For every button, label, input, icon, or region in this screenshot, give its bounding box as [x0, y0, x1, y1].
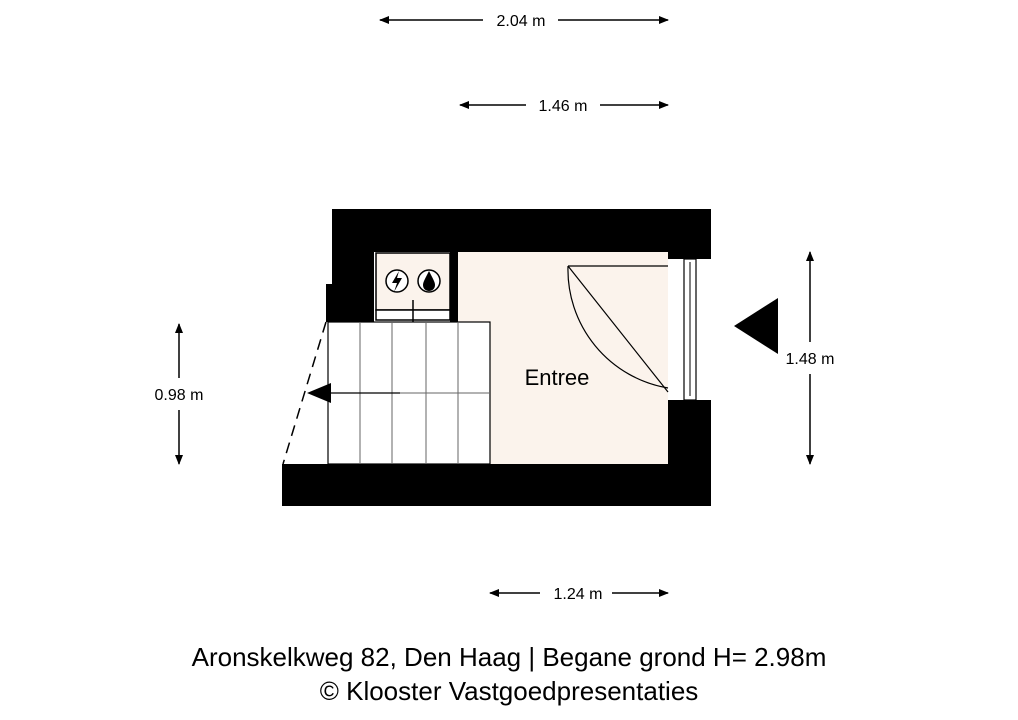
entry-arrow-icon: [734, 298, 778, 354]
walls: [282, 209, 711, 506]
dim-right-height: 1.48 m: [786, 351, 835, 368]
caption-address: Aronskelkweg 82, Den Haag | Begane grond…: [191, 642, 827, 672]
dim-left-height: 0.98 m: [155, 387, 204, 404]
entrance-floor: [458, 252, 668, 466]
dim-top-width: 2.04 m: [497, 13, 546, 30]
stairs-hidden-edge: [282, 321, 327, 465]
wall-top: [332, 209, 711, 252]
dim-inner-width: 1.46 m: [539, 98, 588, 115]
room-label-entrance: Entree: [525, 365, 590, 390]
wall-bottom: [282, 464, 711, 506]
wall-right-bottom: [668, 400, 711, 470]
staircase: [282, 321, 491, 465]
dim-bottom-width: 1.24 m: [554, 586, 603, 603]
wall-left-notch: [326, 284, 336, 322]
entrance-door: [567, 258, 697, 401]
caption-copyright: © Klooster Vastgoedpresentaties: [319, 676, 699, 706]
dimension-lines: [175, 16, 814, 597]
wall-left-upper: [332, 209, 374, 322]
meter-cabinet: [375, 252, 451, 334]
wall-meter-right: [450, 252, 458, 322]
wall-right-top: [668, 209, 711, 259]
lightning-icon: [385, 269, 409, 293]
water-drop-icon: [417, 269, 441, 293]
stairs-direction-arrow: [307, 383, 400, 403]
